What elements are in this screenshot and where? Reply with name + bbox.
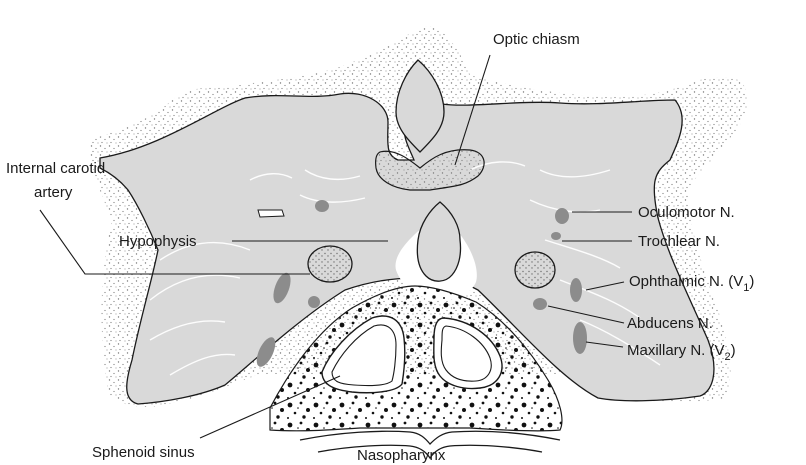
label-hypophysis: Hypophysis (119, 233, 197, 250)
label-internal-carotid-line1: Internal carotid (6, 160, 105, 177)
label-abducens: Abducens N. (627, 315, 713, 332)
label-internal-carotid-line2: artery (34, 184, 73, 201)
label-trochlear: Trochlear N. (638, 233, 720, 250)
label-oculomotor: Oculomotor N. (638, 204, 735, 221)
label-nasopharynx: Nasopharynx (357, 447, 446, 464)
label-optic-chiasm: Optic chiasm (493, 31, 580, 48)
label-sphenoid-sinus: Sphenoid sinus (92, 444, 195, 461)
